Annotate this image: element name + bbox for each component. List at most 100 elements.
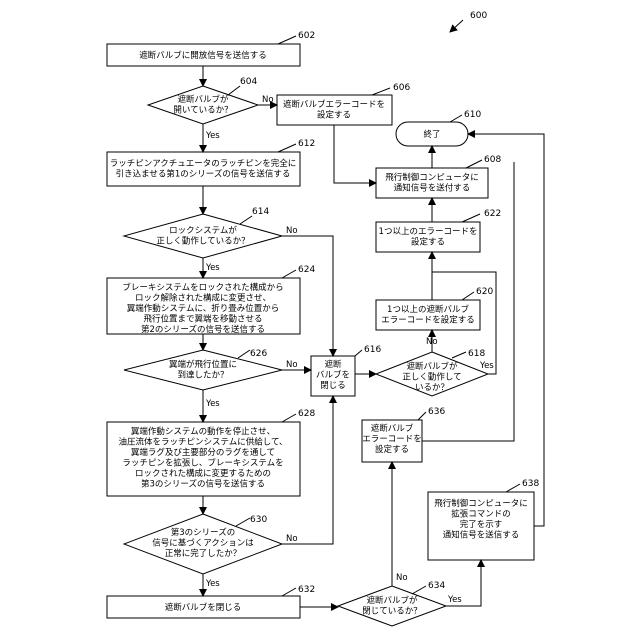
decision-614-text: ロックシステムが正しく動作しているか？ bbox=[156, 225, 249, 247]
step-line: 遮断バルブを閉じる bbox=[165, 602, 242, 613]
step-line: 設定する bbox=[411, 237, 445, 248]
step-612-ref: 612 bbox=[298, 139, 315, 149]
arrow-606-608 bbox=[334, 125, 376, 183]
step-602-ref: 602 bbox=[298, 31, 315, 41]
decision-634-text: 遮断バルブが閉じているか？ bbox=[362, 595, 422, 617]
step-line: 翼端ラグ及び主要部分のラグを通して bbox=[131, 447, 275, 458]
step-612-text: ラッチピンアクチュエータのラッチピンを完全に引き込ませる第1のシリーズの信号を送… bbox=[110, 158, 297, 180]
step-line: ロックシステムが bbox=[169, 225, 237, 236]
decision-626-text: 翼端が飛行位置に到達したか？ bbox=[169, 359, 237, 381]
label-604-yes: Yes bbox=[205, 131, 220, 141]
step-624-ref: 624 bbox=[298, 265, 315, 275]
step-624-text: ブレーキシステムをロックされた構成からロック解除された構成に変更させ、翼端作動シ… bbox=[122, 282, 283, 335]
step-line: 第2のシリーズの信号を送信する bbox=[141, 324, 265, 335]
step-628-ref: 628 bbox=[298, 409, 315, 419]
decision-630-ref: 630 bbox=[250, 515, 267, 525]
label-634-no: No bbox=[396, 573, 408, 583]
step-line: 設定する bbox=[317, 110, 351, 121]
decision-614-ref: 614 bbox=[252, 207, 269, 217]
label-614-yes: Yes bbox=[205, 263, 220, 273]
step-line: ラッチピンを拡張し、ブレーキシステムを bbox=[122, 458, 283, 469]
step-line: バルブを bbox=[316, 370, 350, 381]
step-line: 到達したか？ bbox=[177, 370, 228, 381]
step-620-text: 1つ以上の遮断バルブエラーコードを設定する bbox=[381, 304, 475, 326]
step-line: 正しく動作して bbox=[402, 372, 461, 383]
step-620-ref: 620 bbox=[476, 287, 493, 297]
step-616-ref: 616 bbox=[364, 345, 381, 355]
decision-604-text: 遮断バルブが開いているか？ bbox=[173, 94, 232, 116]
step-line: 通知信号を送付する bbox=[394, 183, 471, 194]
label-614-no: No bbox=[286, 226, 298, 236]
step-620: 1つ以上の遮断バルブエラーコードを設定する 620 bbox=[376, 287, 493, 330]
step-line: エラーコードを設定する bbox=[381, 315, 475, 326]
step-line: 終了 bbox=[423, 129, 440, 140]
step-line: 遮断バルブが bbox=[177, 94, 229, 105]
step-line: 遮断バルブ bbox=[371, 423, 414, 434]
terminal-610-text: 終了 bbox=[423, 129, 440, 140]
step-line: ブレーキシステムをロックされた構成から bbox=[122, 282, 283, 293]
step-line: 閉じる bbox=[320, 381, 346, 391]
step-line: いるか？ bbox=[415, 383, 449, 393]
step-628: 翼端作動システムの動作を停止させ、油圧流体をラッチピンシステムに供給して、翼端ラ… bbox=[107, 409, 315, 496]
step-line: 飛行位置まで翼端を移動させる bbox=[143, 314, 262, 325]
decision-614: ロックシステムが正しく動作しているか？ 614 bbox=[124, 207, 282, 258]
terminal-610: 終了 610 bbox=[396, 110, 481, 146]
step-line: 引き込ませる第1のシリーズの信号を送信する bbox=[116, 169, 291, 180]
step-line: 通知信号を送信する bbox=[443, 530, 520, 541]
label-630-no: No bbox=[286, 534, 298, 544]
step-line: 飛行制御コンピュータに bbox=[434, 498, 528, 509]
step-line: 遮断バルブエラーコードを bbox=[283, 99, 385, 110]
step-line: 遮断 bbox=[324, 359, 342, 370]
figure-ref-arrow bbox=[450, 20, 463, 32]
decision-634: 遮断バルブが閉じているか？ 634 bbox=[338, 581, 446, 626]
step-632-ref: 632 bbox=[298, 585, 315, 595]
step-line: 開いているか？ bbox=[173, 106, 232, 116]
step-line: ロック解除された構成に変更させ、 bbox=[135, 293, 271, 304]
decision-604-ref: 604 bbox=[240, 77, 257, 87]
decision-626-ref: 626 bbox=[250, 349, 267, 359]
step-602-text: 遮断バルブに開放信号を送信する bbox=[139, 50, 267, 61]
step-line: 拡張コマンドの bbox=[451, 509, 511, 520]
decision-634-ref: 634 bbox=[428, 581, 445, 591]
step-636: 遮断バルブエラーコードを設定する 636 bbox=[362, 407, 445, 462]
step-line: 1つ以上の遮断バルブ bbox=[387, 304, 469, 315]
step-line: 信号に基づくアクションは bbox=[152, 538, 254, 549]
step-608: 飛行制御コンピュータに通知信号を送付する 608 bbox=[376, 155, 501, 198]
step-line: 第3のシリーズの信号を送信する bbox=[141, 479, 265, 490]
step-628-text: 翼端作動システムの動作を停止させ、油圧流体をラッチピンシステムに供給して、翼端ラ… bbox=[118, 426, 287, 490]
step-line: 1つ以上のエラーコードを bbox=[379, 227, 478, 237]
step-638: 飛行制御コンピュータに拡張コマンドの完了を示す通知信号を送信する 638 bbox=[428, 479, 539, 560]
step-line: 設定する bbox=[375, 444, 409, 455]
step-608-ref: 608 bbox=[484, 155, 501, 165]
step-line: 正しく動作しているか？ bbox=[156, 236, 249, 247]
label-634-yes: Yes bbox=[447, 595, 462, 605]
step-606: 遮断バルブエラーコードを設定する 606 bbox=[277, 83, 410, 125]
step-line: エラーコードを bbox=[362, 435, 422, 445]
step-line: 翼端作動システムの動作を停止させ、 bbox=[131, 426, 275, 437]
step-line: 第3のシリーズの bbox=[171, 527, 235, 538]
step-602: 遮断バルブに開放信号を送信する 602 bbox=[107, 31, 315, 66]
decision-618: 遮断バルブが正しく動作しているか？ 618 bbox=[376, 349, 488, 396]
step-608-text: 飛行制御コンピュータに通知信号を送付する bbox=[385, 172, 479, 194]
step-622: 1つ以上のエラーコードを設定する 622 bbox=[376, 209, 501, 252]
step-638-ref: 638 bbox=[522, 479, 539, 489]
label-626-no: No bbox=[286, 360, 298, 370]
decision-630: 第3のシリーズの信号に基づくアクションは正常に完了したか？ 630 bbox=[124, 514, 282, 574]
step-632-text: 遮断バルブを閉じる bbox=[165, 602, 242, 613]
step-line: 翼端作動システムに、折り畳み位置から bbox=[127, 303, 280, 314]
step-632: 遮断バルブを閉じる 632 bbox=[107, 585, 315, 618]
figure-ref: 600 bbox=[470, 11, 487, 21]
step-line: 油圧流体をラッチピンシステムに供給して、 bbox=[118, 437, 287, 448]
label-618-no: No bbox=[426, 337, 438, 347]
step-line: 正常に完了したか？ bbox=[165, 548, 242, 559]
step-622-ref: 622 bbox=[484, 209, 501, 219]
step-line: 遮断バルブが bbox=[406, 361, 458, 372]
step-line: 飛行制御コンピュータに bbox=[385, 172, 479, 183]
label-618-yes: Yes bbox=[479, 361, 494, 371]
label-626-yes: Yes bbox=[205, 399, 220, 409]
step-616: 遮断バルブを閉じる 616 bbox=[311, 345, 381, 396]
step-line: 遮断バルブに開放信号を送信する bbox=[139, 50, 267, 61]
step-612: ラッチピンアクチュエータのラッチピンを完全に引き込ませる第1のシリーズの信号を送… bbox=[107, 139, 315, 186]
step-606-ref: 606 bbox=[393, 83, 410, 93]
step-line: ラッチピンアクチュエータのラッチピンを完全に bbox=[110, 158, 297, 169]
